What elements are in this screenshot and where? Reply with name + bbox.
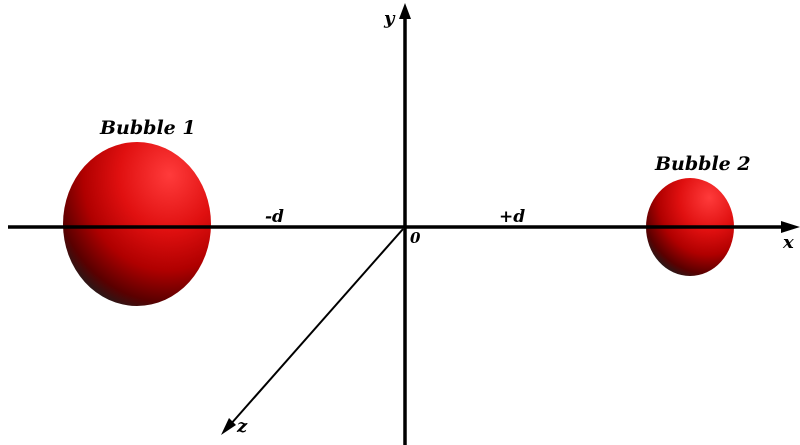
x-axis-arrowhead bbox=[781, 221, 800, 233]
negative-distance-label: -d bbox=[265, 207, 284, 227]
bubble-2-label: Bubble 2 bbox=[654, 153, 751, 175]
bubble-1 bbox=[63, 142, 211, 306]
bubble-1-sphere bbox=[63, 142, 211, 306]
y-axis-label: y bbox=[383, 8, 396, 29]
x-axis bbox=[8, 221, 800, 233]
z-axis-arrowhead bbox=[221, 418, 236, 435]
positive-distance-label: +d bbox=[499, 207, 525, 227]
origin-label: 0 bbox=[410, 229, 421, 247]
z-axis-label: z bbox=[236, 416, 248, 437]
z-axis bbox=[221, 228, 404, 435]
y-axis-arrowhead bbox=[399, 3, 411, 19]
y-axis bbox=[399, 3, 411, 445]
x-axis-label: x bbox=[782, 232, 794, 253]
bubble-1-label: Bubble 1 bbox=[99, 117, 196, 139]
